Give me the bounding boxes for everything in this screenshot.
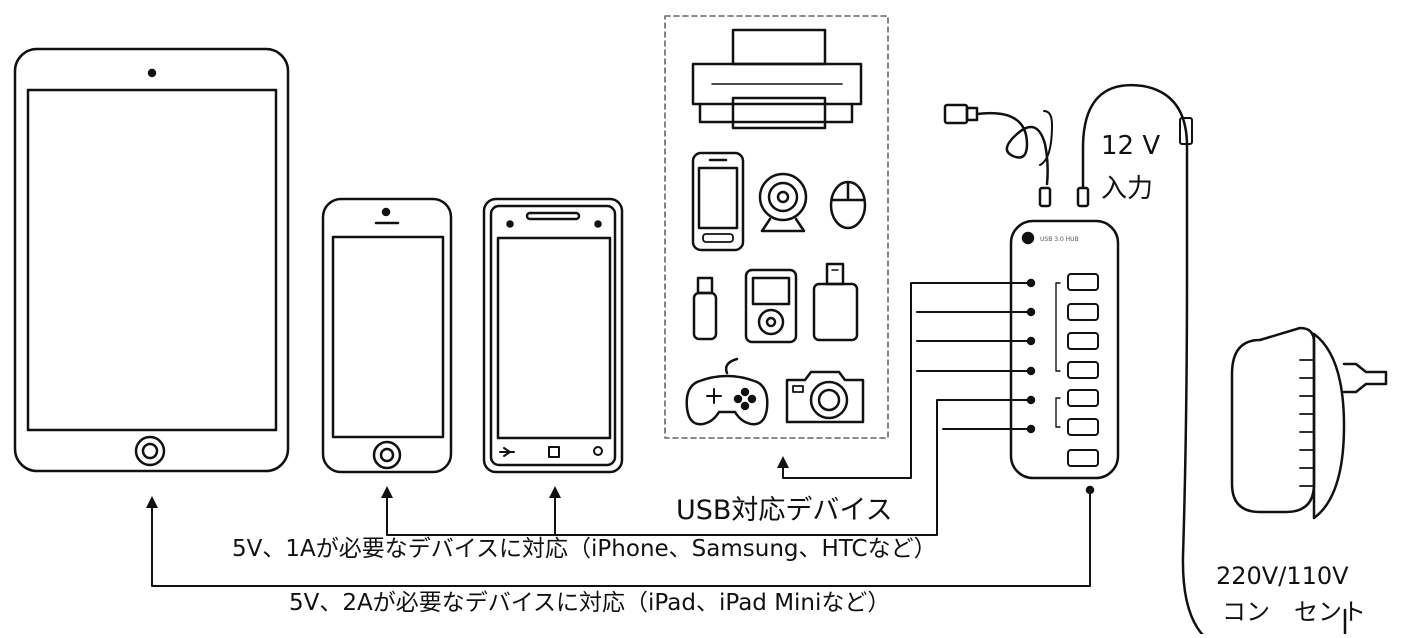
mobile-phone-icon xyxy=(691,151,745,252)
camera-icon xyxy=(785,370,865,424)
usb-devices-label: USB対応デバイス xyxy=(676,495,893,526)
card-reader-icon xyxy=(812,262,859,342)
power-cable-icon xyxy=(1076,83,1347,638)
usb-flash-drive-icon xyxy=(692,276,718,341)
usb-hub-icon xyxy=(1009,219,1120,495)
outlet-label: コン セント xyxy=(1222,598,1366,626)
one-amp-connector-lines xyxy=(381,399,1032,536)
webcam-icon xyxy=(758,172,808,233)
tablet-icon xyxy=(13,47,290,473)
mouse-icon xyxy=(829,180,867,230)
game-controller-icon xyxy=(685,357,769,426)
voltage-label: 220V/110V xyxy=(1216,562,1349,590)
smartphone-icon xyxy=(321,197,453,474)
five-volt-one-amp-label: 5V、1Aが必要なデバイスに対応（iPhone、Samsung、HTCなど） xyxy=(232,536,937,562)
android-phone-icon xyxy=(482,197,624,474)
five-volt-two-amp-label: 5V、2Aが必要なデバイスに対応（iPad、iPad Miniなど） xyxy=(289,590,891,616)
mp3-player-icon xyxy=(744,268,798,344)
printer-icon xyxy=(691,28,863,130)
power-adapter-icon xyxy=(1230,326,1388,520)
usb-devices-connector-lines xyxy=(777,282,1032,479)
two-amp-connector-line xyxy=(146,489,1091,587)
hub-brand-label: USB 3.0 HUB xyxy=(1040,236,1079,243)
usb-cable-icon xyxy=(943,103,1053,208)
input-label: 入力 xyxy=(1101,174,1154,204)
usb-devices-box xyxy=(664,15,889,439)
twelve-volt-label: 12 V xyxy=(1101,131,1161,161)
